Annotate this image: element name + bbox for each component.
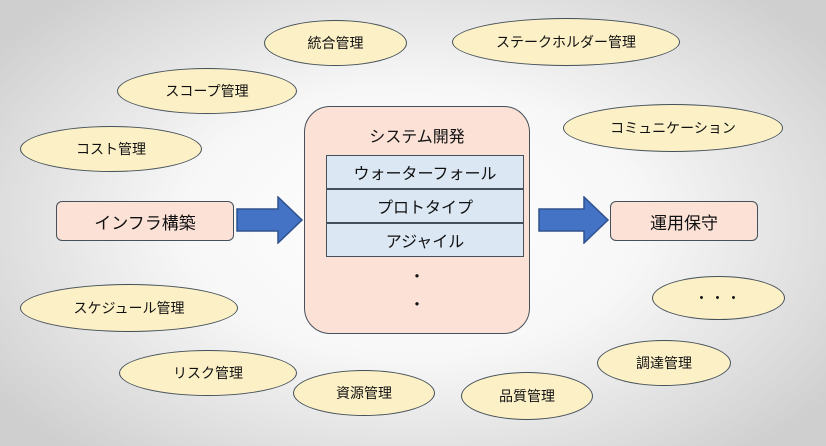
oval-label: 統合管理: [307, 36, 364, 52]
maintenance-label: 運用保守: [650, 213, 718, 234]
oval-risk-management: リスク管理: [119, 350, 297, 396]
oval-integration-management: 統合管理: [264, 20, 407, 66]
oval-scope-management: スコープ管理: [117, 68, 297, 114]
oval-label: 品質管理: [499, 389, 555, 405]
oval-label: 調達管理: [636, 356, 692, 372]
maintenance-box: 運用保守: [610, 201, 758, 241]
method-agile: アジャイル: [326, 223, 524, 257]
oval-stakeholder-management: ステークホルダー管理: [452, 18, 680, 66]
ellipsis-dot: ・: [408, 295, 425, 314]
oval-label: ステークホルダー管理: [496, 35, 636, 51]
oval-label: スケジュール管理: [73, 301, 185, 317]
oval-procurement-management: 調達管理: [597, 340, 731, 386]
oval-label: コミュニケーション: [610, 121, 736, 137]
oval-cost-management: コスト管理: [20, 126, 202, 172]
infra-box: インフラ構築: [56, 201, 234, 241]
oval-label: リスク管理: [173, 366, 243, 382]
method-waterfall: ウォーターフォール: [326, 155, 524, 189]
oval-label: コスト管理: [76, 142, 146, 158]
infra-label: インフラ構築: [94, 213, 196, 234]
oval-label: ・・・: [694, 291, 743, 307]
method-prototype: プロトタイプ: [326, 189, 524, 223]
system-development-box: システム開発 ウォーターフォール プロトタイプ アジャイル ・ ・: [304, 106, 530, 334]
arrow-right-icon: [236, 196, 304, 244]
ellipsis-dot: ・: [408, 267, 425, 286]
system-development-title: システム開発: [369, 127, 465, 146]
oval-more: ・・・: [652, 276, 785, 320]
oval-communication-management: コミュニケーション: [563, 104, 783, 152]
oval-schedule-management: スケジュール管理: [20, 284, 238, 332]
oval-quality-management: 品質管理: [461, 372, 593, 420]
arrow-right-icon: [538, 196, 610, 244]
oval-label: スコープ管理: [165, 84, 249, 100]
oval-label: 資源管理: [336, 386, 392, 402]
oval-resource-management: 資源管理: [293, 370, 435, 416]
